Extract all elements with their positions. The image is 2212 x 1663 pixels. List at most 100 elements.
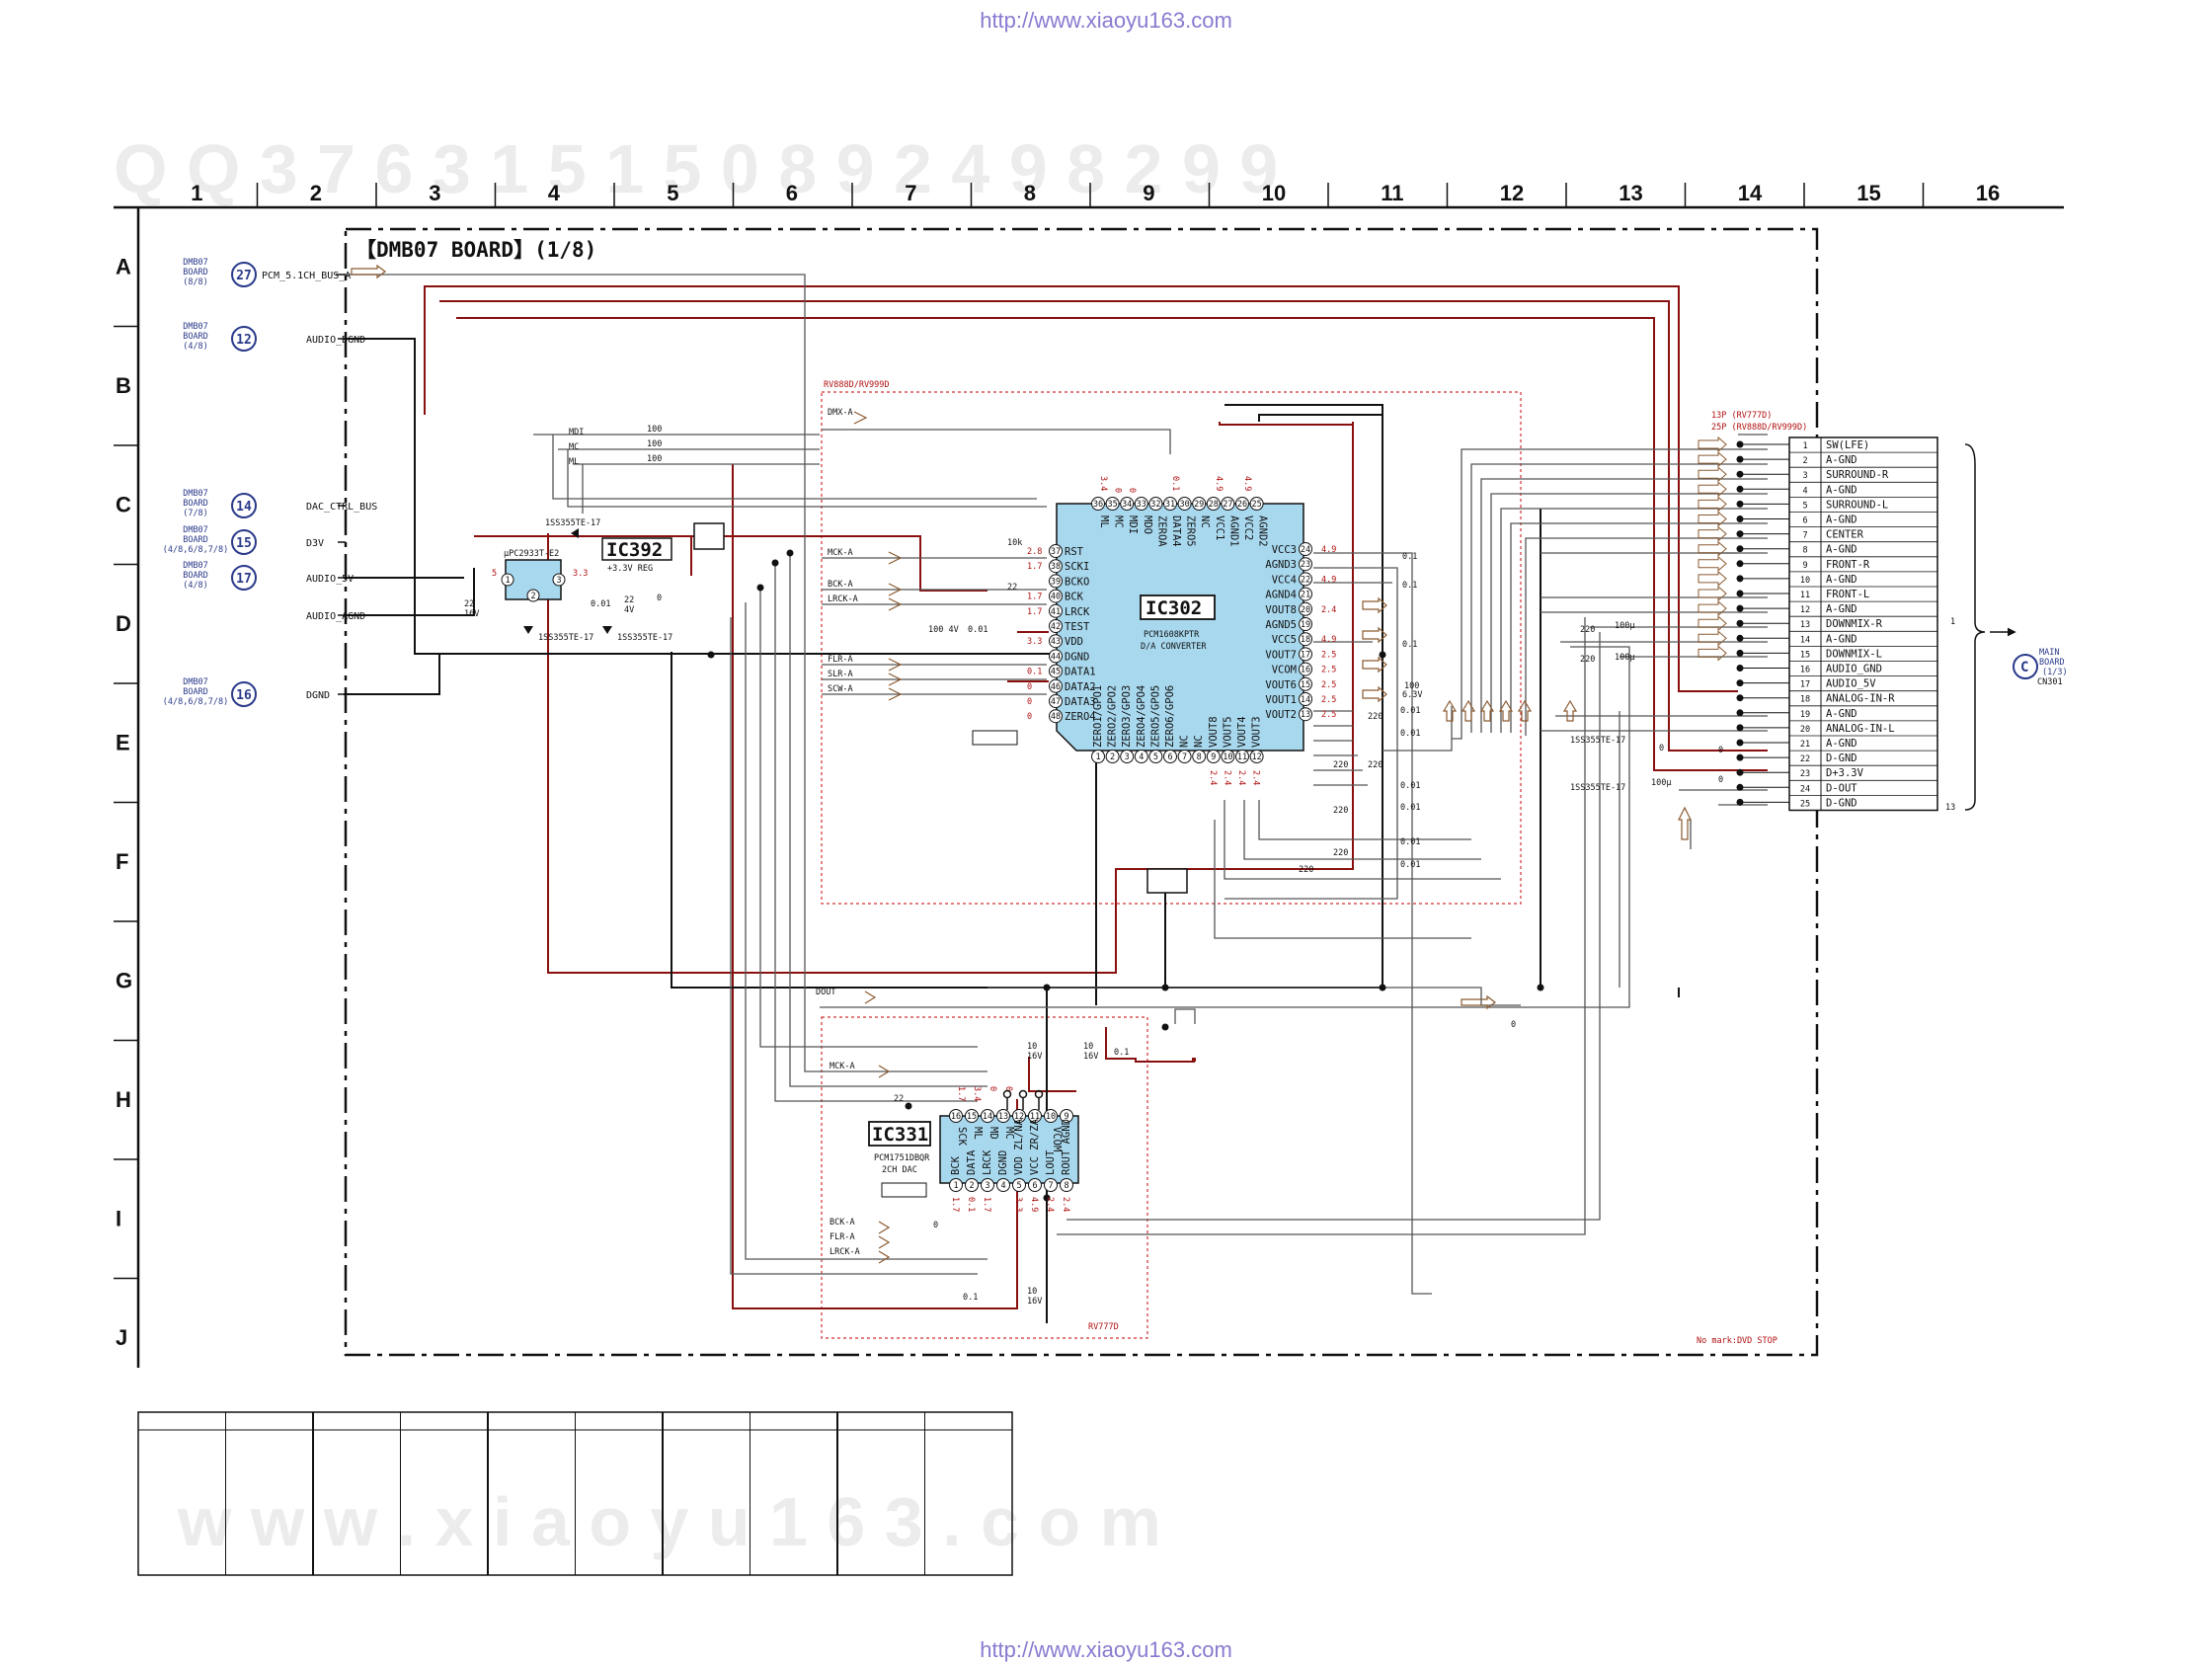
ic392-label: IC392: [606, 539, 663, 561]
svg-text:4: 4: [1000, 1181, 1005, 1191]
ic302-pin-36: ML: [1098, 515, 1110, 528]
val-c10-c: 10: [1027, 1287, 1037, 1297]
svg-text:29: 29: [1194, 500, 1204, 510]
cn-pin-11: FRONT-L: [1826, 589, 1869, 600]
ic302-pin-8: NC: [1193, 735, 1205, 748]
val-r22-b: 22: [894, 1094, 904, 1104]
svg-text:2.5: 2.5: [1321, 680, 1336, 690]
svg-text:4V: 4V: [624, 605, 634, 615]
svg-text:34: 34: [1122, 500, 1132, 510]
cn-pin-17: AUDIO_5V: [1826, 678, 1876, 690]
ic331-pin-16: SCK: [956, 1127, 968, 1147]
cn-pin-5: SURROUND-L: [1826, 499, 1888, 511]
svg-text:BOARD: BOARD: [183, 687, 208, 697]
ic302-pin-9: VOUT8: [1208, 716, 1220, 748]
grid-col-6: 6: [786, 181, 798, 205]
svg-text:(4/8,6/8,7/8): (4/8,6/8,7/8): [163, 545, 229, 555]
ic302-pin-6: ZERO6/GPO6: [1164, 685, 1176, 748]
ic302-pin-30: ZERO5: [1185, 515, 1197, 547]
ic302-pin-28: VCC1: [1214, 515, 1225, 540]
svg-text:0.1: 0.1: [1027, 668, 1042, 677]
grid-col-15: 15: [1856, 181, 1880, 205]
svg-text:23: 23: [1301, 560, 1310, 570]
signal-dgnd: DGND: [306, 690, 330, 701]
ic302-in-lrck-a: LRCK-A: [828, 594, 858, 604]
ic331-pin-2: DATA: [966, 1149, 978, 1175]
ic302-pin-10: VOUT5: [1222, 716, 1233, 748]
svg-text:3.4: 3.4: [972, 1086, 982, 1101]
svg-text:4.9: 4.9: [1214, 476, 1224, 491]
cn-pin-18: ANALOG-IN-R: [1826, 693, 1895, 705]
ic302-pin-27: AGND1: [1227, 515, 1239, 547]
svg-text:14: 14: [1800, 635, 1810, 645]
ic331-pin-10: VCOM: [1051, 1127, 1063, 1151]
svg-text:4.9: 4.9: [1321, 575, 1336, 585]
diode-label-3: 1SS355TE-17: [617, 633, 672, 643]
grid-row-G: G: [116, 968, 132, 992]
svg-text:BOARD: BOARD: [183, 535, 208, 545]
svg-text:16: 16: [951, 1112, 961, 1122]
ic302-pin-23: AGND3: [1265, 559, 1297, 571]
wiring: [344, 274, 1768, 1323]
svg-text:9: 9: [1802, 561, 1807, 571]
svg-text:DMB07: DMB07: [183, 525, 208, 535]
ic302-pin-38: SCKI: [1065, 561, 1089, 573]
ic302-pin-22: VCC4: [1272, 574, 1297, 586]
val-c001-f: 0.01: [1400, 837, 1420, 847]
val-c01-d: 0.1: [1114, 1048, 1129, 1058]
ic302-pin-40: BCK: [1065, 592, 1084, 603]
ic302-pin-26: VCC2: [1242, 515, 1254, 540]
ic302-pin-32: ZEROA: [1155, 515, 1167, 547]
svg-text:2: 2: [1110, 752, 1115, 762]
svg-text:2.8: 2.8: [1027, 547, 1042, 557]
svg-text:(4/8): (4/8): [183, 581, 208, 591]
svg-text:1: 1: [505, 576, 510, 586]
ic302-pin-42: TEST: [1065, 621, 1090, 633]
val-c01-e: 0.1: [963, 1293, 978, 1303]
connector-num: 16: [236, 688, 252, 703]
val-r220-e: 220: [1333, 848, 1348, 858]
diode-label-1: 1SS355TE-17: [545, 518, 600, 528]
grid-col-11: 11: [1381, 181, 1403, 205]
svg-text:12: 12: [1251, 752, 1261, 762]
top-watermark-url: http://www.xiaoyu163.com: [980, 8, 1232, 33]
val-c01-a: 0.1: [1402, 552, 1417, 562]
svg-text:5: 5: [1153, 752, 1158, 762]
ic302-pin-19: AGND5: [1265, 619, 1297, 631]
ic331-pin-6: VCC ZR/ZA: [1029, 1118, 1041, 1175]
ic302-label: IC302: [1146, 597, 1202, 619]
svg-text:2: 2: [969, 1181, 974, 1191]
ic392-vout: 3.3: [573, 569, 588, 579]
main-board-letter: C: [2020, 660, 2028, 675]
cn-header-13p: 13P (RV777D): [1711, 411, 1772, 421]
ic331-pin-5: VDD ZL/NA: [1013, 1118, 1025, 1175]
val-r220-g: 220: [1580, 625, 1595, 635]
junctions: [351, 264, 1692, 1202]
svg-text:4.9: 4.9: [1321, 545, 1336, 555]
svg-text:12: 12: [1014, 1112, 1024, 1122]
svg-text:18: 18: [1800, 695, 1810, 705]
main-board-l2: BOARD: [2039, 658, 2065, 668]
svg-text:15: 15: [967, 1112, 977, 1122]
ic331-pin-3: LRCK: [982, 1149, 993, 1175]
svg-text:11: 11: [1237, 752, 1247, 762]
svg-text:7: 7: [1802, 531, 1807, 541]
connector-num: 12: [236, 333, 252, 348]
signal-audio_agnd: AUDIO_AGND: [306, 611, 365, 622]
svg-text:11: 11: [1030, 1112, 1040, 1122]
val-r220-c: 220: [1368, 760, 1382, 770]
grid-col-8: 8: [1024, 181, 1036, 205]
val-r220-d: 220: [1333, 806, 1348, 816]
val-c16v-a: 16V: [1027, 1052, 1042, 1062]
grid-col-4: 4: [548, 181, 561, 205]
svg-text:40: 40: [1051, 593, 1061, 602]
val-diode-d2: 1SS355TE-17: [1570, 783, 1625, 793]
ic302-pin-7: NC: [1179, 735, 1191, 748]
cn-pin-4: A-GND: [1826, 484, 1857, 496]
svg-text:1.7: 1.7: [1027, 562, 1042, 572]
ic302-pin-3: ZERO3/GPO3: [1121, 685, 1133, 748]
svg-text:2.5: 2.5: [1321, 710, 1336, 720]
val-c01-c: 0.1: [1402, 640, 1417, 650]
